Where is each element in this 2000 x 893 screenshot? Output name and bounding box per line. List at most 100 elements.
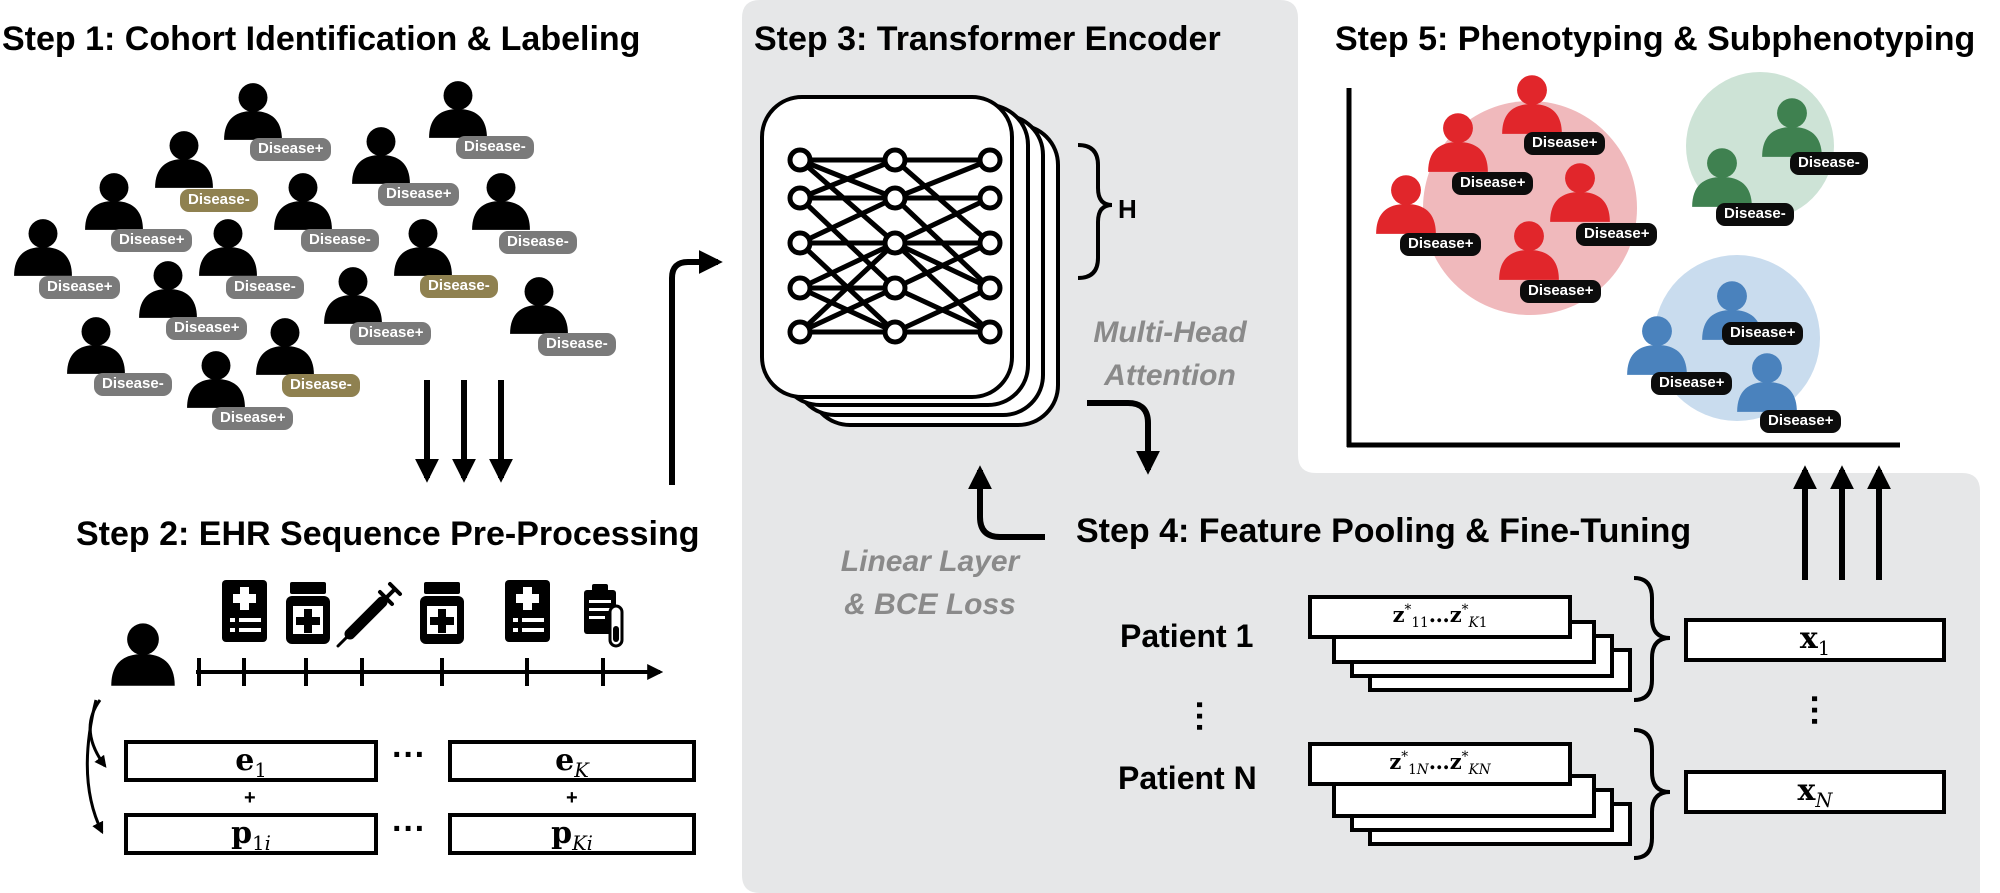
network-node xyxy=(882,185,908,211)
network-node xyxy=(882,319,908,345)
medicine-bottle-icon xyxy=(286,582,330,644)
pooled-x1: x1 xyxy=(1799,621,1831,660)
cluster-badge-blue: Disease+ xyxy=(1760,410,1842,433)
cohort-badge: Disease- xyxy=(94,373,172,396)
cluster-badge-red: Disease+ xyxy=(1576,223,1658,246)
pooled-xN: xN xyxy=(1797,773,1833,812)
cluster-badge-red: Disease+ xyxy=(1452,172,1534,195)
network-edge xyxy=(893,195,992,246)
cluster-badge-green: Disease- xyxy=(1790,152,1868,175)
neural-network-icon xyxy=(787,147,1003,345)
cluster-badge-red: Disease+ xyxy=(1524,132,1606,155)
syringe-icon xyxy=(336,582,402,648)
pooled-vector-boxes xyxy=(1684,618,1946,814)
cohort-badge: Disease+ xyxy=(212,407,294,430)
cohort-badge: Disease+ xyxy=(250,138,332,161)
cohort-badge: Disease+ xyxy=(111,229,193,252)
cohort-badge: Disease- xyxy=(538,333,616,356)
heads-label: H xyxy=(1118,194,1137,224)
pooling-braces xyxy=(1633,576,1671,860)
patient-N-label: Patient N xyxy=(1118,760,1257,796)
step1-down-arrows xyxy=(415,380,513,483)
cluster-badge-blue: Disease+ xyxy=(1651,372,1733,395)
cohort-badge: Disease- xyxy=(180,189,258,212)
embedding-eK: eK xyxy=(555,743,589,782)
network-node xyxy=(977,275,1003,301)
embedding-curved-arrows xyxy=(85,699,107,835)
cohort-badge: Disease+ xyxy=(39,276,121,299)
patient1-feature-stack xyxy=(1308,595,1632,692)
patient-1-label: Patient 1 xyxy=(1120,618,1254,654)
clipboard-test-tube-icon xyxy=(584,584,624,648)
network-edge xyxy=(893,158,992,245)
loss-label: Linear Layer & BCE Loss xyxy=(840,545,1020,621)
cohort-badge: Disease- xyxy=(420,275,498,298)
network-edge xyxy=(893,240,992,291)
medical-record-icon xyxy=(505,580,550,642)
network-node xyxy=(882,275,908,301)
network-node xyxy=(882,230,908,256)
network-edge xyxy=(894,157,991,201)
network-edge xyxy=(798,240,897,291)
cohort-badge: Disease+ xyxy=(350,322,432,345)
arrow-loss-to-encoder xyxy=(968,465,1045,540)
feature-z-patient1: z*11…z*K1 xyxy=(1392,602,1488,632)
network-node xyxy=(787,230,813,256)
cluster-badge-red: Disease+ xyxy=(1400,233,1482,256)
plus-sign: + xyxy=(244,787,256,809)
network-edge xyxy=(799,157,896,201)
cohort-badge: Disease- xyxy=(282,374,360,397)
network-edge xyxy=(798,285,897,335)
cohort-people xyxy=(14,81,568,408)
step1-title: Step 1: Cohort Identification & Labeling xyxy=(2,20,641,58)
medical-record-icon xyxy=(222,580,267,642)
network-node xyxy=(787,185,813,211)
vertical-ellipsis: ··· xyxy=(1795,694,1833,728)
network-node xyxy=(977,185,1003,211)
network-node xyxy=(882,147,908,173)
network-node xyxy=(977,147,1003,173)
network-node xyxy=(787,275,813,301)
step5-title: Step 5: Phenotyping & Subphenotyping xyxy=(1335,20,1976,58)
ehr-timeline xyxy=(196,658,664,686)
plus-sign: + xyxy=(566,787,578,809)
position-pKi: pKi xyxy=(551,816,593,855)
heads-brace xyxy=(1077,143,1113,280)
network-node xyxy=(787,147,813,173)
network-node xyxy=(977,319,1003,345)
embedding-boxes xyxy=(124,740,696,855)
cohort-badge: Disease+ xyxy=(378,183,460,206)
network-edge xyxy=(893,241,992,334)
up-arrows xyxy=(1793,465,1891,580)
step4-title: Step 4: Feature Pooling & Fine-Tuning xyxy=(1076,512,1692,550)
multi-head-attention-label: Multi-Head Attention xyxy=(1093,316,1247,392)
network-edge xyxy=(893,285,992,335)
patient-person-icon xyxy=(111,623,175,686)
feature-z-patientN: z*1N…z*KN xyxy=(1389,749,1491,779)
cluster-badge-blue: Disease+ xyxy=(1722,322,1804,345)
embedding-e1: e1 xyxy=(235,743,267,782)
cluster-badge-green: Disease- xyxy=(1716,203,1794,226)
cluster-plot-axes xyxy=(1346,88,1900,448)
step2-title: Step 2: EHR Sequence Pre-Processing xyxy=(76,515,700,553)
cohort-badge: Disease- xyxy=(226,276,304,299)
network-edge xyxy=(798,158,897,245)
network-edge xyxy=(798,241,897,334)
medicine-bottle-icon xyxy=(420,582,464,644)
encoder-stack xyxy=(760,95,1060,427)
position-p1i: p1i xyxy=(231,816,271,855)
network-node xyxy=(977,230,1003,256)
cohort-badge: Disease- xyxy=(301,229,379,252)
ellipsis: ··· xyxy=(392,810,426,848)
patientN-feature-stack xyxy=(1308,742,1632,846)
vertical-ellipsis: ··· xyxy=(1180,700,1218,734)
arrow-to-encoder xyxy=(669,250,723,485)
network-node xyxy=(787,319,813,345)
cohort-badge: Disease+ xyxy=(166,317,248,340)
network-edge xyxy=(798,195,897,246)
cluster-badge-red: Disease+ xyxy=(1520,280,1602,303)
step3-title: Step 3: Transformer Encoder xyxy=(754,20,1221,58)
cohort-badge: Disease- xyxy=(499,231,577,254)
ellipsis: ··· xyxy=(392,736,426,774)
